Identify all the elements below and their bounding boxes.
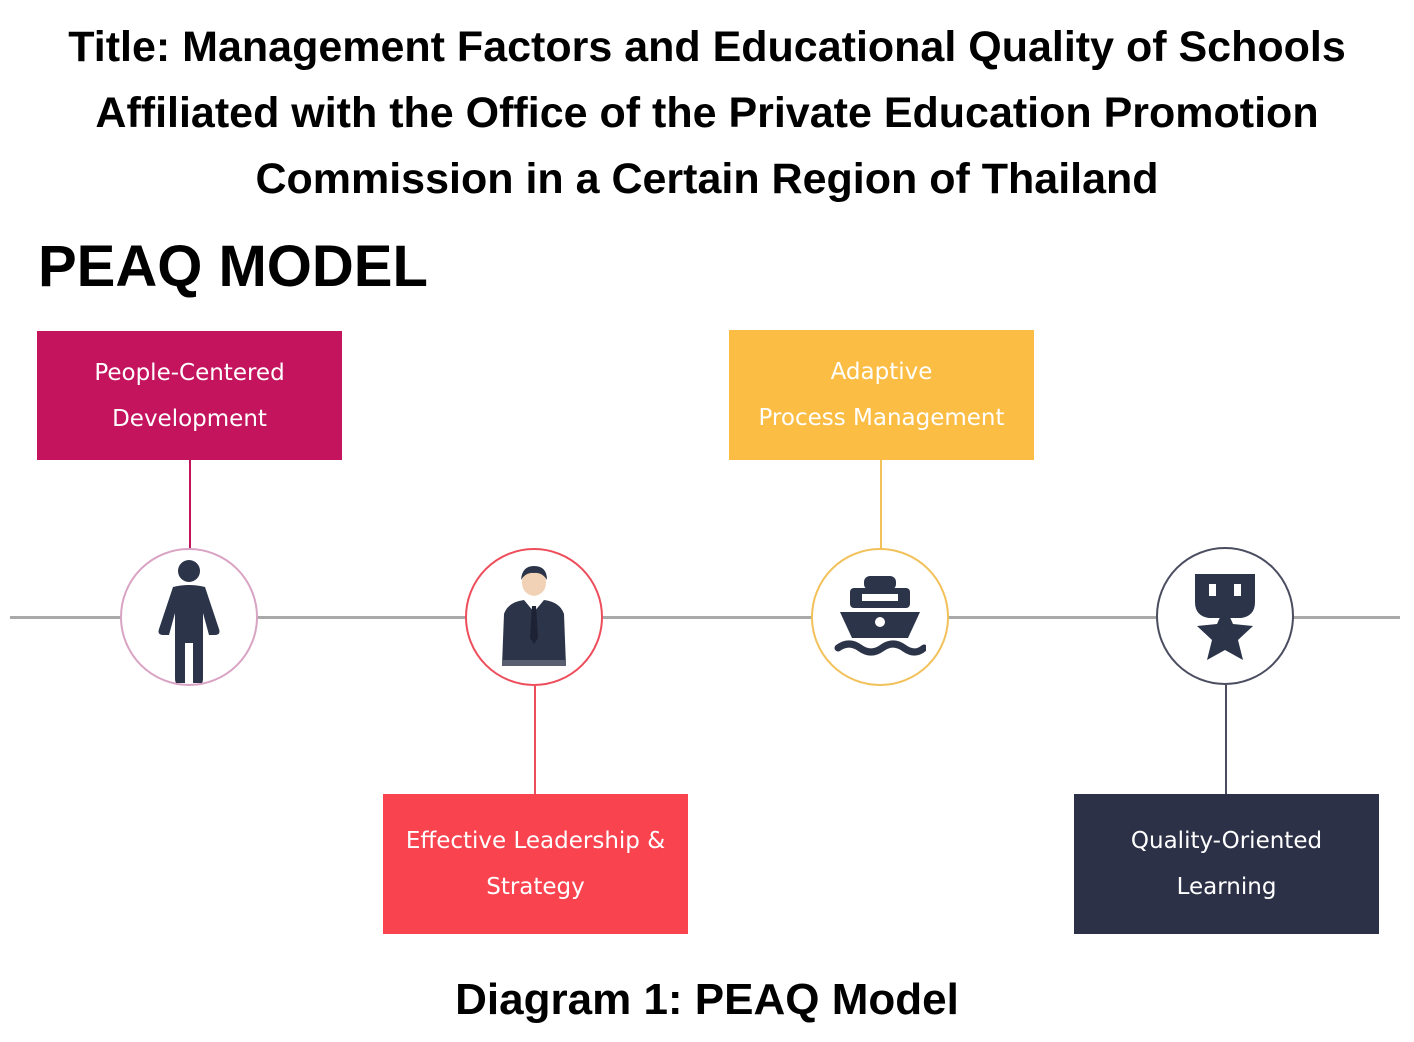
box-label-line: Development (112, 405, 267, 432)
box-label-line: Learning (1176, 874, 1277, 900)
diagram-caption: Diagram 1: PEAQ Model (455, 975, 959, 1024)
model-heading: PEAQ MODEL (38, 234, 428, 299)
box-label-line: Adaptive (830, 359, 933, 385)
ship-icon (834, 576, 926, 656)
connector-quality-oriented (1225, 685, 1227, 794)
title-line-1: Title: Management Factors and Educationa… (68, 23, 1346, 71)
trophy-star-icon (1195, 574, 1255, 660)
box-label-line: Effective Leadership & (405, 828, 666, 854)
box-label-line: Quality-Oriented (1130, 828, 1323, 854)
timeline-line (10, 616, 1400, 619)
connector-effective-leadership (534, 686, 536, 794)
box-label-line: Process Management (758, 405, 1005, 431)
box-people-centered-development: People-Centered Development (37, 331, 342, 460)
node-adaptive-process (811, 548, 949, 686)
box-label-line: People-Centered (94, 359, 285, 386)
box-label-line: Strategy (486, 874, 585, 900)
connector-people-centered (189, 460, 191, 550)
businessman-icon (502, 566, 566, 666)
title-line-3: Commission in a Certain Region of Thaila… (255, 155, 1159, 203)
person-icon (158, 560, 220, 683)
node-effective-leadership (465, 548, 603, 686)
box-adaptive-process-management: Adaptive Process Management (729, 330, 1034, 460)
node-people-centered (120, 548, 258, 686)
box-effective-leadership-strategy: Effective Leadership & Strategy (383, 794, 688, 934)
box-quality-oriented-learning: Quality-Oriented Learning (1074, 794, 1379, 934)
connector-adaptive-process (880, 460, 882, 548)
page-title: Title: Management Factors and Educationa… (0, 14, 1414, 212)
node-quality-oriented (1156, 547, 1294, 685)
title-line-2: Affiliated with the Office of the Privat… (95, 89, 1319, 137)
